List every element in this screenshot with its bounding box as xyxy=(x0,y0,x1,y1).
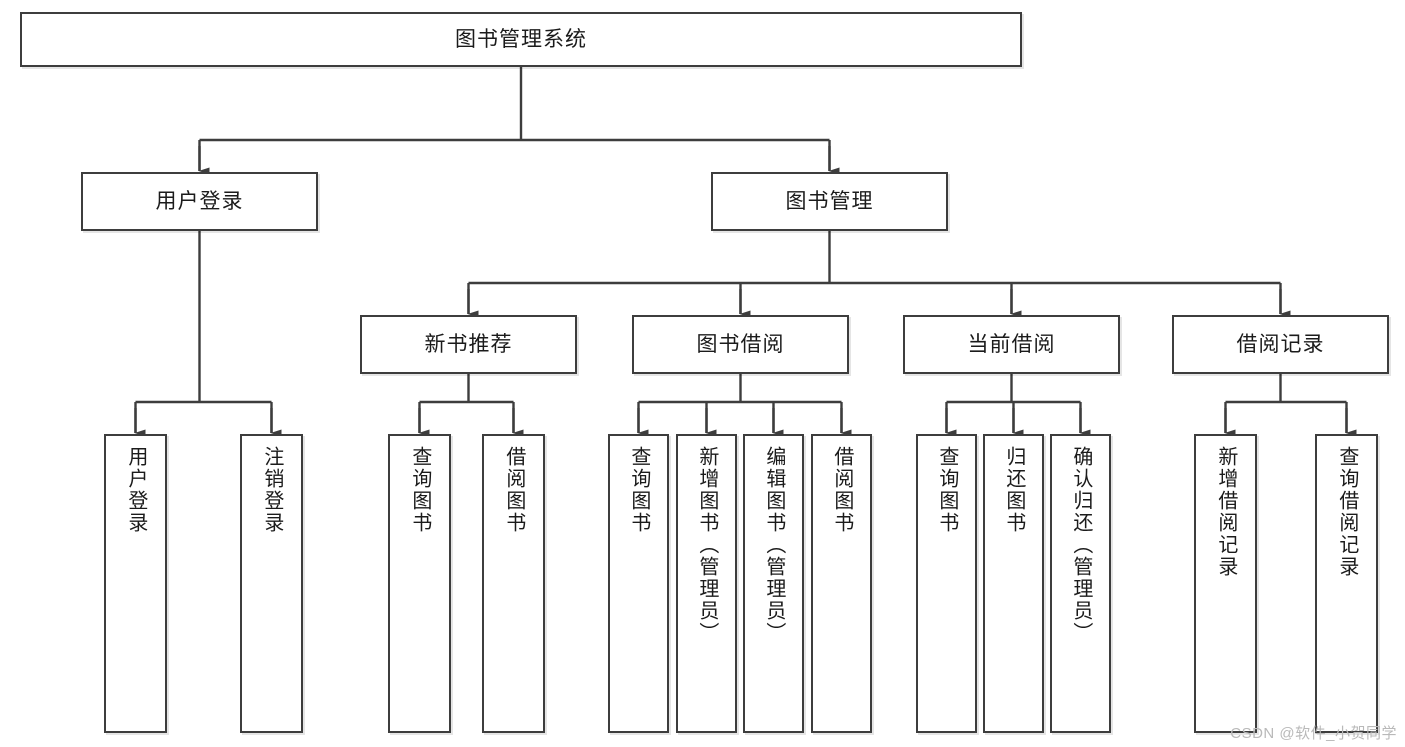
node-label: 查询借阅记录 xyxy=(1335,446,1358,578)
node-leaf-edit-book[interactable]: 编辑图书（管理员） xyxy=(743,434,804,733)
node-label: 图书借阅 xyxy=(696,332,785,356)
node-leaf-logout[interactable]: 注销登录 xyxy=(240,434,303,733)
node-current[interactable]: 当前借阅 xyxy=(903,315,1120,374)
node-bookmgmt[interactable]: 图书管理 xyxy=(711,172,948,231)
node-borrow[interactable]: 图书借阅 xyxy=(632,315,849,374)
node-label: 用户登录 xyxy=(155,189,244,213)
node-label: 用户登录 xyxy=(124,446,147,534)
node-leaf-query-record[interactable]: 查询借阅记录 xyxy=(1315,434,1378,733)
node-label: 当前借阅 xyxy=(967,332,1056,356)
node-leaf-borrow-book-2[interactable]: 借阅图书 xyxy=(811,434,872,733)
watermark: CSDN @软件_小贺同学 xyxy=(1230,725,1397,742)
node-leaf-query-book-3[interactable]: 查询图书 xyxy=(916,434,977,733)
node-label: 编辑图书（管理员） xyxy=(762,446,785,644)
node-leaf-return-book[interactable]: 归还图书 xyxy=(983,434,1044,733)
node-leaf-add-record[interactable]: 新增借阅记录 xyxy=(1194,434,1257,733)
node-leaf-query-book-1[interactable]: 查询图书 xyxy=(388,434,451,733)
node-label: 图书管理 xyxy=(785,189,874,213)
node-label: 图书管理系统 xyxy=(455,27,587,51)
node-leaf-borrow-book-1[interactable]: 借阅图书 xyxy=(482,434,545,733)
node-label: 新书推荐 xyxy=(424,332,513,356)
node-leaf-query-book-2[interactable]: 查询图书 xyxy=(608,434,669,733)
node-leaf-confirm-return[interactable]: 确认归还（管理员） xyxy=(1050,434,1111,733)
node-login[interactable]: 用户登录 xyxy=(81,172,318,231)
node-newbook[interactable]: 新书推荐 xyxy=(360,315,577,374)
node-leaf-add-book[interactable]: 新增图书（管理员） xyxy=(676,434,737,733)
node-label: 归还图书 xyxy=(1002,446,1025,534)
node-label: 查询图书 xyxy=(935,446,958,534)
node-label: 查询图书 xyxy=(408,446,431,534)
node-label: 借阅记录 xyxy=(1236,332,1325,356)
node-root[interactable]: 图书管理系统 xyxy=(20,12,1022,67)
node-label: 新增图书（管理员） xyxy=(695,446,718,644)
node-label: 新增借阅记录 xyxy=(1214,446,1237,578)
node-label: 注销登录 xyxy=(260,446,283,534)
node-label: 确认归还（管理员） xyxy=(1069,446,1092,644)
node-label: 查询图书 xyxy=(627,446,650,534)
node-leaf-user-login[interactable]: 用户登录 xyxy=(104,434,167,733)
node-records[interactable]: 借阅记录 xyxy=(1172,315,1389,374)
node-label: 借阅图书 xyxy=(830,446,853,534)
node-label: 借阅图书 xyxy=(502,446,525,534)
